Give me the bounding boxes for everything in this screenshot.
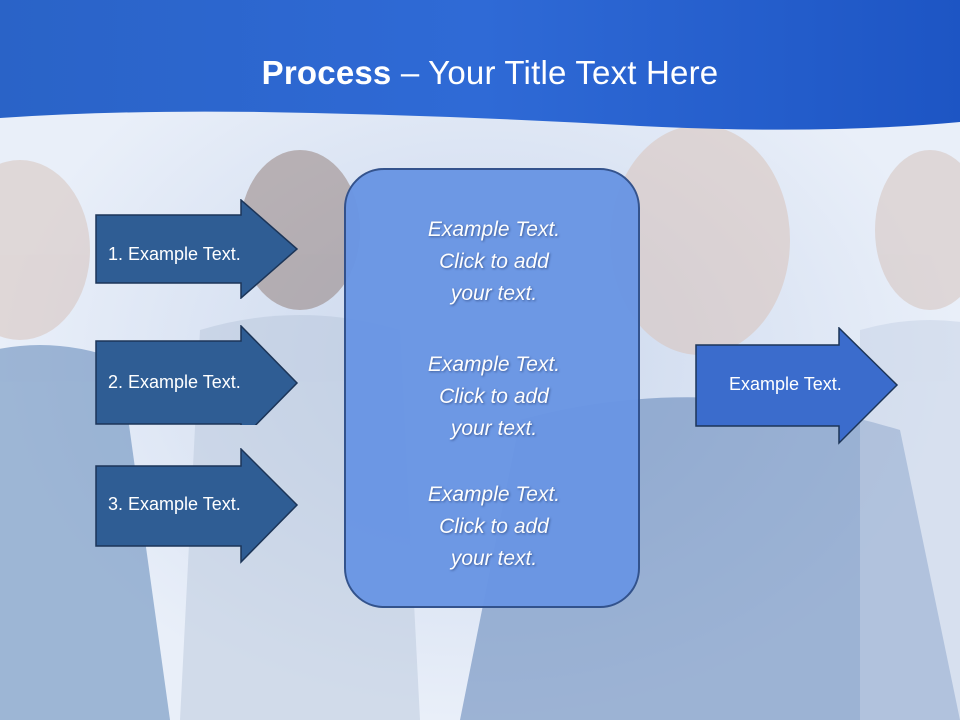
center-paragraph-1: Example Text. Click to add your text. <box>346 214 642 310</box>
arrow-shape-icon <box>95 198 299 300</box>
paragraph-line: your text. <box>450 417 538 440</box>
right-arrow-label: Example Text. <box>729 374 842 394</box>
left-arrow-2[interactable]: 2. Example Text. <box>95 324 299 442</box>
arrow-shape-icon <box>695 326 899 445</box>
left-arrow-label: 1. Example Text. <box>108 244 241 264</box>
paragraph-line: Click to add <box>439 515 549 538</box>
title-bold: Process <box>261 54 392 91</box>
left-arrow-label: 3. Example Text. <box>108 494 241 514</box>
header-band <box>0 0 960 130</box>
center-text-box[interactable]: Example Text. Click to add your text. Ex… <box>344 168 640 608</box>
arrow-shape-icon <box>95 447 299 564</box>
title-rest: – Your Title Text Here <box>391 54 719 91</box>
paragraph-line: Example Text. <box>427 218 561 241</box>
paragraph-line: Example Text. <box>427 353 561 376</box>
paragraph-line: your text. <box>450 282 538 305</box>
left-arrow-1[interactable]: 1. Example Text. <box>95 198 299 300</box>
right-arrow[interactable]: Example Text. <box>695 326 899 445</box>
paragraph-line: Click to add <box>439 385 549 408</box>
center-paragraph-2: Example Text. Click to add your text. <box>346 349 642 445</box>
slide-title[interactable]: Process – Your Title Text Here <box>0 54 960 92</box>
arrow-shape-icon <box>95 324 299 442</box>
center-paragraph-3: Example Text. Click to add your text. <box>346 479 642 575</box>
paragraph-line: Example Text. <box>427 483 561 506</box>
figure-right <box>860 150 960 720</box>
left-arrow-label: 2. Example Text. <box>108 372 241 392</box>
paragraph-line: Click to add <box>439 250 549 273</box>
paragraph-line: your text. <box>450 547 538 570</box>
left-arrow-3[interactable]: 3. Example Text. <box>95 447 299 564</box>
figure-left <box>0 160 170 720</box>
